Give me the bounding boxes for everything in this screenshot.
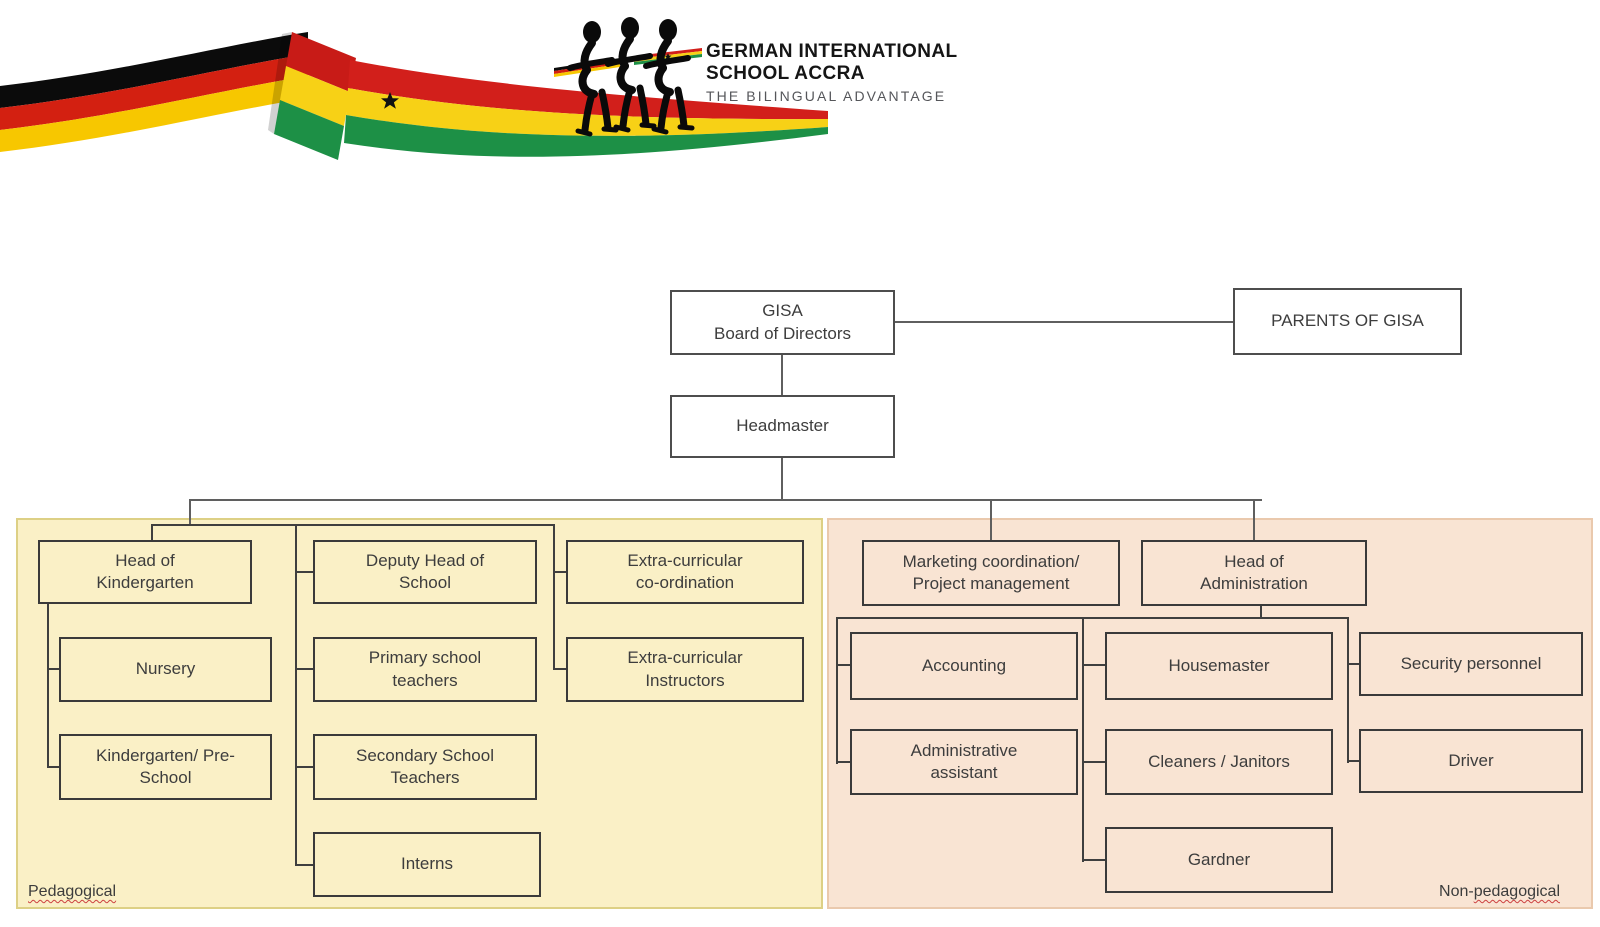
three-children-ink-figures-icon — [554, 17, 702, 137]
connector-line — [295, 864, 313, 866]
non-pedagogical-caption: Non-pedagogical — [1439, 883, 1560, 901]
node-nursery: Nursery — [59, 637, 272, 702]
school-tagline: THE BILINGUAL ADVANTAGE — [706, 88, 947, 104]
connector-line — [295, 766, 313, 768]
connector-line — [151, 524, 555, 526]
connector-line — [295, 524, 297, 866]
caption-word: pedagogical — [1473, 883, 1560, 900]
connector-line — [553, 524, 555, 670]
node-accounting: Accounting — [850, 632, 1078, 700]
node-driver: Driver — [1359, 729, 1583, 793]
node-cleaners-janitors: Cleaners / Janitors — [1105, 729, 1333, 795]
connector-line — [1082, 859, 1106, 861]
connector-line — [151, 524, 153, 541]
connector-line — [47, 766, 59, 768]
connector-line — [1082, 761, 1106, 763]
connector-line — [895, 321, 1233, 323]
connector-line — [836, 664, 851, 666]
connector-line — [836, 617, 838, 764]
pedagogical-caption: Pedagogical — [28, 883, 116, 901]
node-extra-curricular-coordination: Extra-curricular co-ordination — [566, 540, 804, 604]
node-parents-of-gisa: PARENTS OF GISA — [1233, 288, 1462, 355]
node-secondary-school-teachers: Secondary School Teachers — [313, 734, 537, 800]
connector-line — [189, 499, 191, 525]
connector-line — [47, 604, 49, 768]
connector-line — [553, 571, 566, 573]
node-board-of-directors: GISA Board of Directors — [670, 290, 895, 355]
connector-line — [1347, 617, 1349, 763]
school-name-line1: GERMAN INTERNATIONAL — [706, 41, 958, 62]
node-security-personnel: Security personnel — [1359, 632, 1583, 696]
node-marketing-project-management: Marketing coordination/ Project manageme… — [862, 540, 1120, 606]
node-deputy-head-of-school: Deputy Head of School — [313, 540, 537, 604]
node-head-of-kindergarten: Head of Kindergarten — [38, 540, 252, 604]
node-gardner: Gardner — [1105, 827, 1333, 893]
german-ghana-ribbon-flag-icon — [0, 32, 828, 160]
node-extra-curricular-instructors: Extra-curricular Instructors — [566, 637, 804, 702]
connector-line — [836, 617, 1349, 619]
connector-line — [1082, 617, 1084, 862]
node-interns: Interns — [313, 832, 541, 897]
connector-line — [1347, 760, 1360, 762]
ghana-star-icon — [381, 92, 399, 109]
connector-line — [781, 355, 783, 395]
connector-line — [189, 499, 1262, 501]
connector-line — [553, 668, 566, 670]
connector-line — [1260, 606, 1262, 618]
connector-line — [1253, 501, 1255, 541]
connector-line — [1082, 664, 1106, 666]
connector-line — [47, 668, 59, 670]
connector-line — [295, 668, 313, 670]
node-kindergarten-preschool: Kindergarten/ Pre- School — [59, 734, 272, 800]
connector-line — [781, 458, 783, 500]
connector-line — [1347, 663, 1360, 665]
node-administrative-assistant: Administrative assistant — [850, 729, 1078, 795]
school-name-line2: SCHOOL ACCRA — [706, 63, 865, 84]
caption-word: Pedagogical — [28, 883, 117, 900]
connector-line — [836, 761, 851, 763]
node-housemaster: Housemaster — [1105, 632, 1333, 700]
caption-prefix: Non- — [1439, 883, 1474, 900]
node-primary-school-teachers: Primary school teachers — [313, 637, 537, 702]
school-wordmark: GERMAN INTERNATIONAL SCHOOL ACCRA THE BI… — [706, 41, 957, 106]
node-headmaster: Headmaster — [670, 395, 895, 458]
connector-line — [990, 501, 992, 541]
node-head-of-administration: Head of Administration — [1141, 540, 1367, 606]
connector-line — [295, 571, 313, 573]
